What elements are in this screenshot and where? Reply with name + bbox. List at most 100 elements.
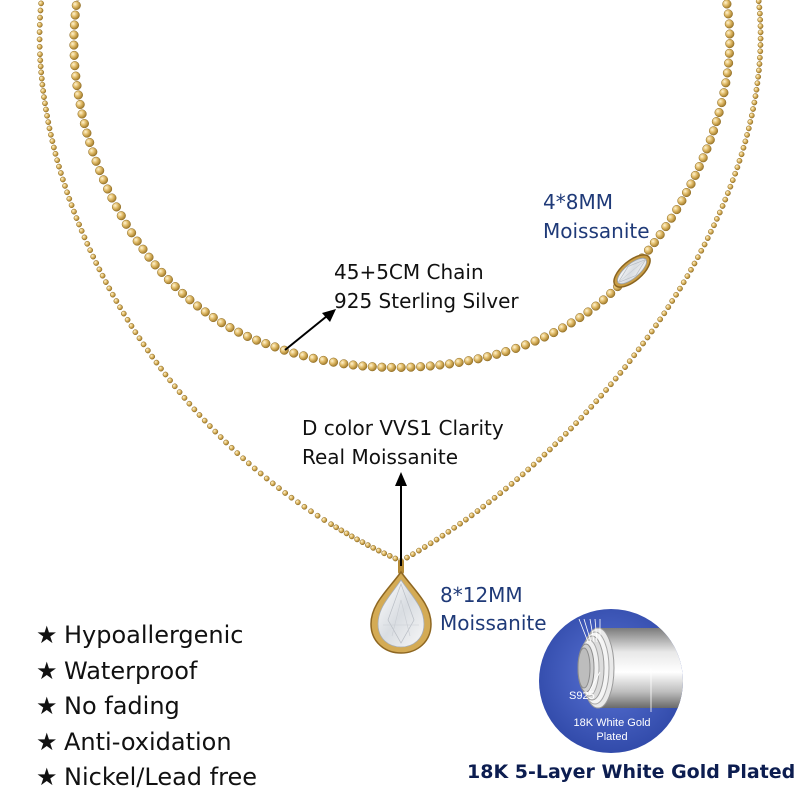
chain-bead-small [491, 494, 498, 501]
chain-bead-small [132, 329, 139, 336]
chain-bead-large [705, 135, 715, 145]
chain-bead-large [416, 362, 426, 372]
gold-bead-chains [36, 0, 764, 564]
chain-bead-large [598, 295, 608, 305]
chain-bead-small [45, 119, 52, 125]
chain-bead-small [37, 57, 44, 64]
chain-bead-small [37, 63, 44, 70]
chain-bead-small [38, 75, 45, 82]
chain-bead-large [722, 68, 732, 78]
chain-bead-small [38, 69, 45, 76]
star-icon: ★ [36, 692, 58, 720]
marquise-size-label: 4*8MM [543, 190, 613, 214]
stone-type-label: Real Moissanite [302, 445, 458, 469]
chain-bead-small [536, 456, 542, 463]
chain-pointer-arrow [284, 309, 336, 351]
chain-bead-large [98, 175, 109, 185]
chain-bead-large [396, 362, 406, 372]
star-icon: ★ [36, 656, 58, 685]
chain-bead-small [695, 254, 701, 261]
chain-bead-large [111, 202, 122, 212]
chain-bead-small [44, 112, 50, 119]
chain-bead-small [348, 533, 355, 540]
chain-bead-large [721, 78, 731, 88]
chain-bead-small [145, 347, 151, 354]
chain-bead-small [421, 544, 428, 550]
chain-bead-small [207, 423, 213, 429]
marquise-stone-label: Moissanite [543, 219, 650, 243]
chain-bead-small [162, 371, 169, 378]
chain-bead-small [333, 524, 340, 531]
chain-bead-small [732, 170, 739, 177]
chain-bead-small [525, 466, 532, 473]
plating-layers-badge [539, 609, 683, 753]
chain-bead-large [91, 156, 101, 166]
chain-bead-large [163, 275, 173, 285]
chain-bead-small [301, 503, 308, 510]
chain-bead-small [375, 547, 382, 554]
chain-bead-large [252, 335, 262, 345]
pear-moissanite-pendant [370, 560, 432, 654]
chain-bead-small [547, 446, 553, 453]
chain-bead-large [501, 347, 511, 357]
chain-bead-large [367, 362, 377, 372]
chain-bead-large [464, 356, 474, 366]
chain-bead-large [328, 357, 339, 367]
chain-bead-large [208, 312, 218, 323]
chain-bead-large [702, 144, 712, 154]
chain-bead-small [38, 0, 44, 7]
chain-bead-small [62, 183, 68, 189]
chain-bead-small [84, 240, 91, 247]
chain-bead-small [753, 86, 760, 93]
chain-bead-small [276, 485, 282, 492]
chain-bead-large [185, 295, 195, 305]
chain-bead-small [251, 465, 258, 472]
chain-bead-small [688, 266, 694, 273]
chain-bead-large [655, 230, 665, 240]
chain-bead-small [49, 138, 56, 144]
chain-bead-large [216, 318, 227, 328]
chain-bead-large [454, 357, 464, 367]
chain-bead-large [242, 331, 253, 341]
chain-bead-small [557, 436, 564, 442]
chain-bead-small [171, 383, 178, 390]
chain-bead-small [354, 536, 360, 543]
chain-bead-small [386, 553, 393, 559]
chain-bead-large [75, 99, 85, 110]
chain-bead-small [736, 157, 743, 164]
chain-bead-large [530, 336, 540, 346]
chain-bead-small [593, 398, 600, 405]
chain-bead-small [234, 450, 241, 456]
chain-bead-small [321, 517, 328, 523]
chain-bead-small [756, 61, 763, 67]
chain-bead-small [128, 323, 135, 329]
chain-bead-large [566, 318, 576, 328]
chain-bead-small [727, 183, 734, 190]
chain-bead-large [719, 88, 729, 98]
chain-bead-large [649, 238, 659, 248]
star-icon: ★ [36, 763, 58, 791]
chain-bead-small [729, 177, 736, 184]
chain-bead-small [740, 144, 747, 151]
badge-coating-line1: 18K White Gold [573, 717, 651, 729]
feature-item: ★Anti-oxidation [36, 725, 257, 761]
feature-text: Nickel/Lead free [64, 763, 257, 791]
chain-bead-large [444, 359, 455, 369]
chain-bead-small [66, 195, 73, 202]
chain-bead-small [240, 455, 246, 462]
chain-bead-small [217, 434, 224, 440]
chain-bead-small [124, 316, 131, 323]
chain-bead-large [575, 313, 585, 323]
chain-bead-small [343, 530, 350, 537]
chain-bead-small [451, 524, 458, 531]
chain-bead-small [626, 358, 633, 365]
chain-bead-small [196, 412, 203, 418]
chain-bead-small [117, 304, 123, 311]
chain-bead-small [680, 279, 687, 286]
chain-bead-small [416, 547, 422, 554]
chain-bead-small [73, 215, 80, 221]
chain-bead-small [201, 417, 208, 424]
chain-bead-large [377, 362, 387, 372]
chain-bead-large [666, 213, 676, 223]
chain-bead-large [686, 179, 696, 189]
